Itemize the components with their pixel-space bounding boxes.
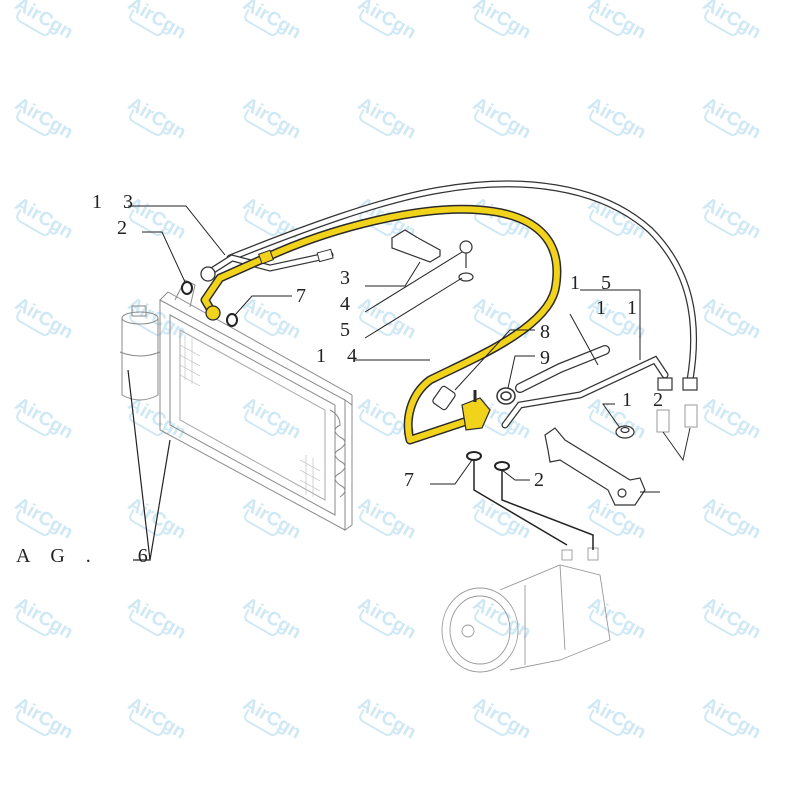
callout-3: 3 [340,267,358,289]
callout-15: 1 5 [570,272,619,294]
callout-9: 9 [540,347,558,369]
spacer-12 [615,425,635,439]
bolt-4 [458,240,474,282]
pipe-15 [226,180,698,384]
callout-12: 1 2 [622,389,671,411]
callout-13: 1 3 [92,191,141,213]
compressor [441,547,611,673]
receiver-drier [119,305,161,401]
callout-4: 4 [340,293,358,315]
hose-11 [501,345,698,462]
clip-9 [496,387,516,405]
ag6-leader [127,369,171,561]
callout-leaders [128,205,660,493]
compressor-leader-lines [473,460,594,550]
callout-2-lower: 2 [534,469,552,491]
callout-7-upper: 7 [296,285,314,307]
callout-7-lower: 7 [404,469,422,491]
callout-14: 1 4 [316,345,365,367]
callout-8: 8 [540,321,558,343]
callout-2-upper: 2 [117,217,135,239]
pressure-switch-8 [432,385,456,411]
callout-ag6: A G . 6 [16,545,156,567]
pipe-13 [200,248,334,282]
callout-11: 1 1 [596,297,645,319]
highlighted-pipe-14 [200,204,562,445]
bracket-3 [390,229,441,263]
condenser [159,279,353,531]
callout-5: 5 [340,319,358,341]
support-bracket [544,427,646,506]
